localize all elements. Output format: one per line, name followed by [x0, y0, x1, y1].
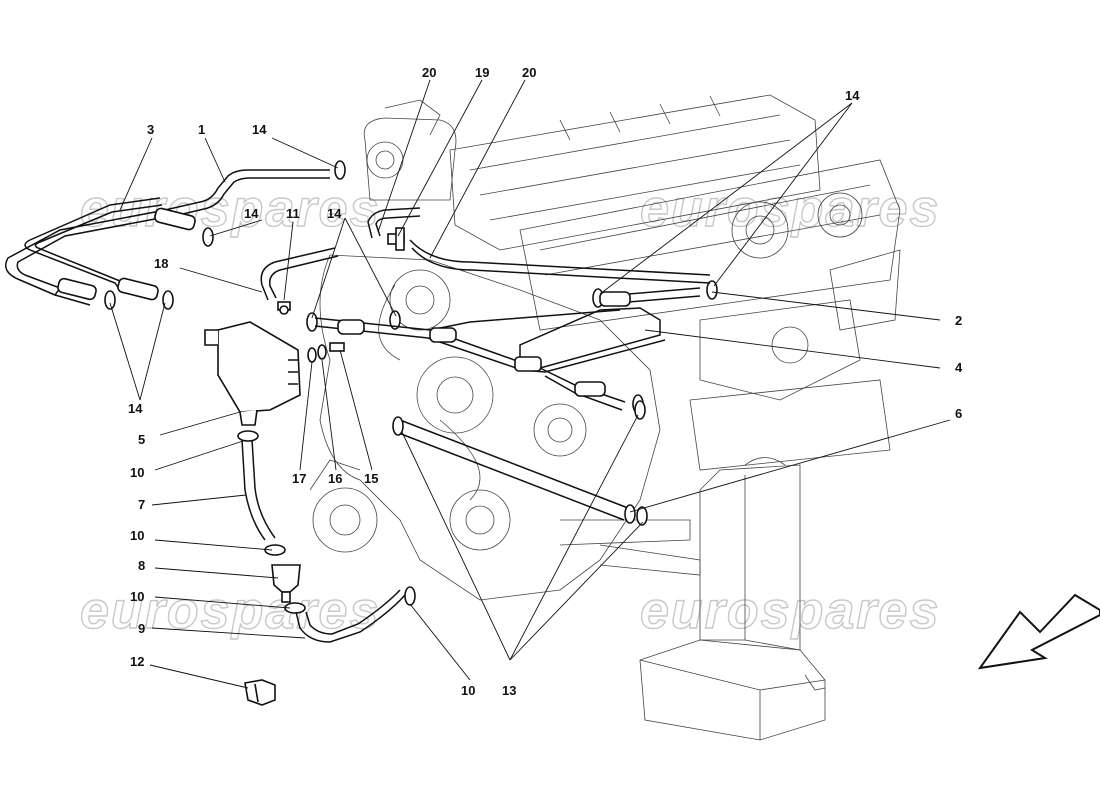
fasteners-15-16-17	[307, 342, 345, 363]
hose-9	[295, 589, 406, 643]
watermarks: eurospares eurospares eurospares eurospa…	[79, 179, 940, 640]
callout-5: 5	[138, 432, 145, 447]
callout-10: 10	[461, 683, 475, 698]
hose-7	[241, 439, 276, 541]
callout-18: 18	[154, 256, 168, 271]
oil-vapour-reservoir-5	[204, 321, 301, 426]
small-clamp-11	[277, 301, 291, 315]
callout-2: 2	[955, 313, 962, 328]
front-direction-arrow	[977, 593, 1100, 670]
callout-14: 14	[128, 401, 143, 416]
valve-8	[271, 564, 301, 603]
callout-13: 13	[502, 683, 516, 698]
callout-12: 12	[130, 654, 144, 669]
couplings	[57, 207, 196, 301]
watermark: eurospares	[80, 582, 380, 640]
pipe-4	[314, 307, 666, 373]
hose-clamps-14	[104, 160, 718, 332]
callout-10: 10	[130, 465, 144, 480]
watermark: eurospares	[640, 180, 940, 238]
callout-20: 20	[522, 65, 536, 80]
hose-20-right	[409, 239, 711, 284]
engine-illustration	[309, 94, 901, 741]
hose-18	[260, 247, 339, 301]
callout-7: 7	[138, 497, 145, 512]
callout-labels: 3 1 14 14 11 14 18 20 19 20 14 2 4 6 14 …	[128, 65, 963, 698]
callout-20: 20	[422, 65, 436, 80]
callout-15: 15	[364, 471, 378, 486]
callout-9: 9	[138, 621, 145, 636]
callout-14: 14	[327, 206, 342, 221]
callout-4: 4	[955, 360, 963, 375]
pipe-4-lower	[539, 367, 644, 414]
leader-lines	[109, 79, 951, 689]
callout-10: 10	[130, 528, 144, 543]
callout-17: 17	[292, 471, 306, 486]
watermark: eurospares	[640, 582, 940, 640]
callout-11: 11	[286, 206, 300, 221]
callout-1: 1	[198, 122, 205, 137]
callout-6: 6	[955, 406, 962, 421]
callout-14: 14	[845, 88, 860, 103]
pipe-2	[599, 287, 701, 307]
hose-20-left	[367, 207, 421, 239]
callout-3: 3	[147, 122, 154, 137]
callout-19: 19	[475, 65, 489, 80]
tee-fitting-19	[387, 227, 405, 251]
hose-1	[164, 169, 330, 218]
bracket-12	[244, 679, 276, 706]
callout-8: 8	[138, 558, 145, 573]
callout-16: 16	[328, 471, 342, 486]
tube-6	[392, 400, 648, 526]
callout-14: 14	[244, 206, 259, 221]
callout-10: 10	[130, 589, 144, 604]
callout-14: 14	[252, 122, 267, 137]
